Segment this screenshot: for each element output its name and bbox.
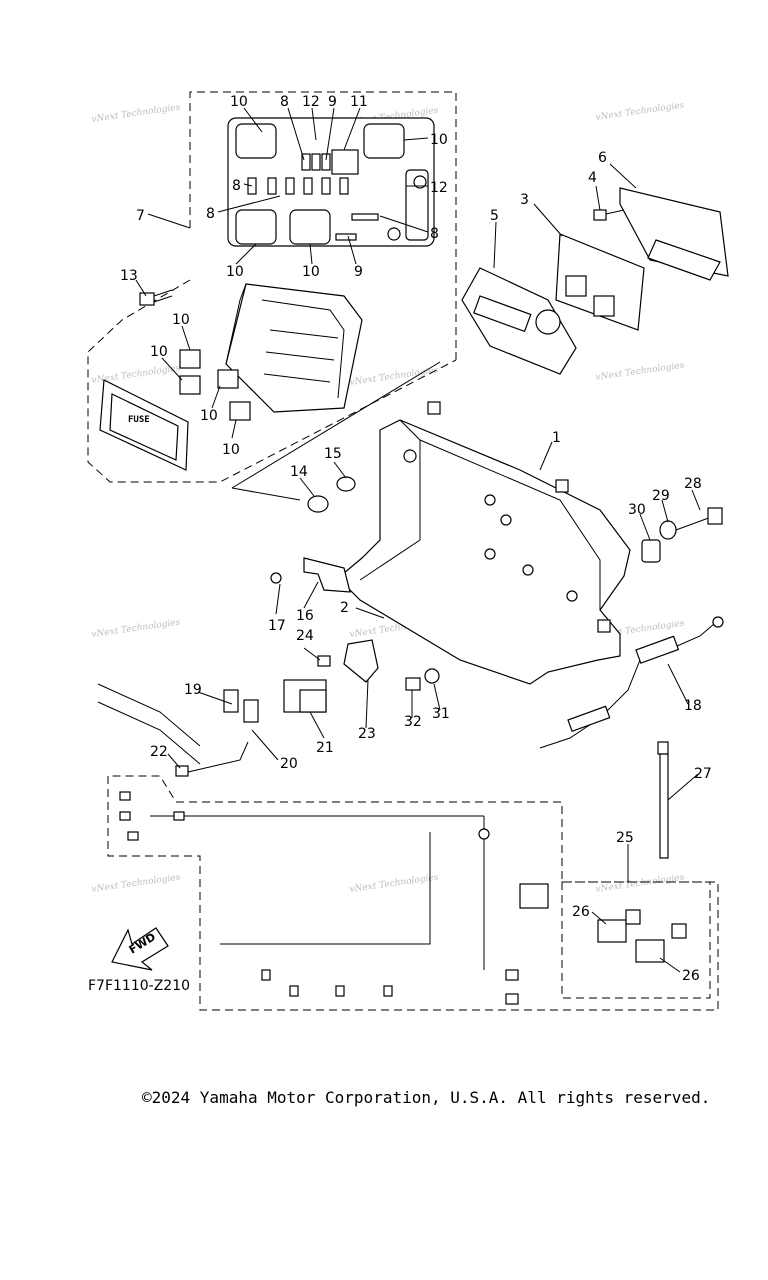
callout-5: 5 — [490, 208, 499, 224]
callout-11: 11 — [350, 94, 368, 110]
callout-8a: 8 — [280, 94, 289, 110]
callout-10f: 10 — [150, 344, 168, 360]
callout-8c: 8 — [206, 206, 215, 222]
callout-10b: 10 — [430, 132, 448, 148]
mount-hardware — [641, 507, 723, 563]
bolt-13 — [139, 289, 173, 306]
figure-code: F7F1110-Z210 — [88, 978, 190, 994]
callout-2: 2 — [340, 600, 349, 616]
watermark: vNext Technologies — [595, 101, 685, 123]
wire-harness — [119, 791, 549, 1005]
fuse-box-top-view — [227, 117, 435, 247]
callout-16: 16 — [296, 608, 314, 624]
callout-10c: 10 — [226, 264, 244, 280]
main-tray — [337, 401, 631, 685]
watermark: vNext Technologies — [91, 103, 181, 125]
cable-tie-27 — [657, 741, 669, 859]
callout-14: 14 — [290, 464, 308, 480]
callout-29: 29 — [652, 488, 670, 504]
relay-bracket — [283, 639, 379, 713]
callout-26b: 26 — [682, 968, 700, 984]
callout-23: 23 — [358, 726, 376, 742]
callouts: 1 2 3 4 5 6 7 8 8 8 8 9 9 10 10 10 10 10… — [120, 94, 712, 984]
watermark: vNext Technologies — [595, 361, 685, 383]
callout-21: 21 — [316, 740, 334, 756]
watermark: vNext Technologies — [349, 873, 439, 895]
fuse-label: FUSE — [128, 415, 150, 425]
callout-22: 22 — [150, 744, 168, 760]
relays-26 — [597, 909, 687, 963]
callout-30: 30 — [628, 502, 646, 518]
callout-7: 7 — [136, 208, 145, 224]
callout-32: 32 — [404, 714, 422, 730]
callout-19: 19 — [184, 682, 202, 698]
watermark: vNext Technologies — [349, 366, 439, 388]
callout-10h: 10 — [222, 442, 240, 458]
callout-27: 27 — [694, 766, 712, 782]
callout-10a: 10 — [230, 94, 248, 110]
callout-31: 31 — [432, 706, 450, 722]
bracket-16 — [270, 557, 351, 593]
dashed-group-outlines — [87, 91, 719, 1011]
callout-12b: 12 — [430, 180, 448, 196]
fuse-box-assembly — [225, 283, 363, 413]
watermark: vNext Technologies — [595, 873, 685, 895]
copyright-notice: ©2024 Yamaha Motor Corporation, U.S.A. A… — [142, 1088, 711, 1107]
callout-6: 6 — [598, 150, 607, 166]
callout-9a: 9 — [328, 94, 337, 110]
callout-13: 13 — [120, 268, 138, 284]
cable-18 — [539, 616, 724, 749]
callout-10d: 10 — [302, 264, 320, 280]
nut-washer — [405, 668, 440, 691]
relays — [179, 349, 251, 421]
callout-28: 28 — [684, 476, 702, 492]
callout-24: 24 — [296, 628, 314, 644]
callout-12a: 12 — [302, 94, 320, 110]
callout-8d: 8 — [430, 226, 439, 242]
callout-1: 1 — [552, 430, 561, 446]
fuse-cover: FUSE — [99, 379, 189, 471]
callout-25: 25 — [616, 830, 634, 846]
fwd-arrow: FWD — [111, 927, 169, 971]
callout-20: 20 — [280, 756, 298, 772]
callout-3: 3 — [520, 192, 529, 208]
callout-8b: 8 — [232, 178, 241, 194]
watermark: vNext Technologies — [91, 873, 181, 895]
callout-15: 15 — [324, 446, 342, 462]
leader-lines — [135, 107, 701, 973]
callout-26a: 26 — [572, 904, 590, 920]
grommets — [307, 476, 356, 513]
callout-10g: 10 — [200, 408, 218, 424]
callout-10e: 10 — [172, 312, 190, 328]
callout-18: 18 — [684, 698, 702, 714]
callout-9b: 9 — [354, 264, 363, 280]
ecu-parts — [461, 187, 729, 375]
callout-17: 17 — [268, 618, 286, 634]
watermark: vNext Technologies — [91, 618, 181, 640]
battery-cables — [97, 683, 259, 777]
callout-4: 4 — [588, 170, 597, 186]
